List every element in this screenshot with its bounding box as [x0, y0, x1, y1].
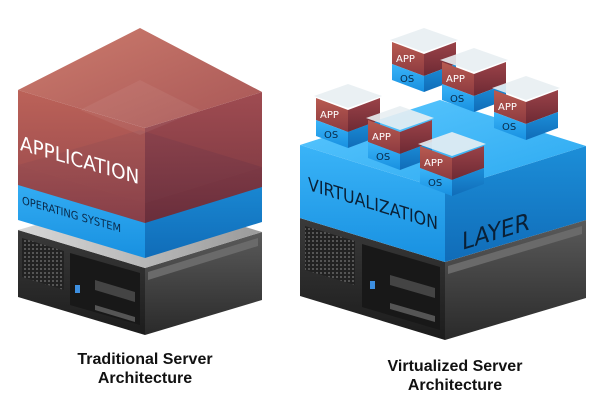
vm-os-label: OS	[400, 74, 414, 85]
vm-os-label: OS	[324, 130, 338, 141]
vm-app-label: APP	[424, 158, 443, 169]
vm-app-label: APP	[396, 54, 415, 65]
virtualized-caption-line1: Virtualized Server	[387, 358, 523, 375]
vm-os-label: OS	[428, 178, 442, 189]
vm-cube: APP OS	[492, 76, 560, 140]
traditional-caption-line2: Architecture	[97, 370, 193, 387]
vm-app-label: APP	[372, 132, 391, 143]
vm-cube: APP OS	[418, 132, 486, 196]
vm-app-label: APP	[446, 74, 465, 85]
virtualized-caption: Virtualized Server Architecture	[350, 357, 560, 395]
vm-app-label: APP	[498, 102, 517, 113]
vm-cube: APP OS	[440, 48, 508, 112]
vm-os-label: OS	[502, 122, 516, 133]
traditional-caption: Traditional Server Architecture	[40, 350, 250, 388]
vm-app-label: APP	[320, 110, 339, 121]
traditional-server-stack: APPLICATION OPERATING SYSTEM	[18, 28, 262, 335]
traditional-caption-line1: Traditional Server	[77, 351, 213, 368]
virtualized-caption-line2: Architecture	[407, 377, 503, 394]
vm-os-label: OS	[376, 152, 390, 163]
vm-cube: APP OS	[390, 28, 458, 92]
traditional-application-layer	[18, 28, 262, 223]
vm-os-label: OS	[450, 94, 464, 105]
virtualized-server-stack: VIRTUALIZATION LAYER APP OS APP OS	[300, 28, 586, 340]
